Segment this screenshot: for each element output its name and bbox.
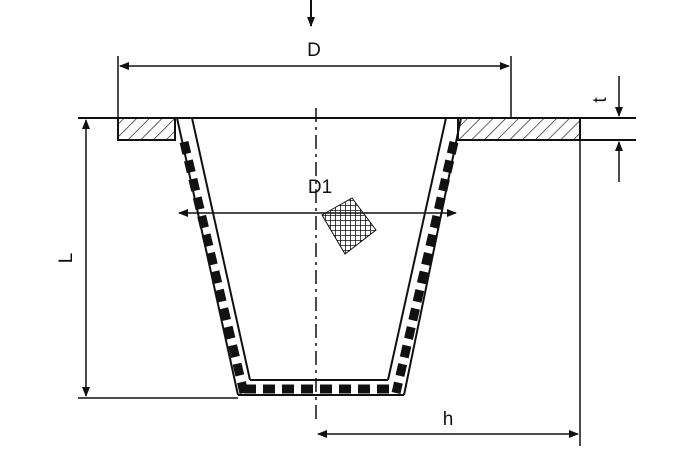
- right-lining: [391, 140, 459, 395]
- cone-body: [176, 117, 462, 396]
- left-lining: [179, 140, 249, 395]
- dimension-l: [78, 119, 238, 399]
- dimension-d: [117, 56, 512, 118]
- dimension-h: [317, 140, 581, 446]
- label-t: t: [590, 97, 611, 103]
- label-l: L: [56, 253, 77, 264]
- label-d: D: [307, 40, 321, 61]
- label-h: h: [443, 409, 454, 430]
- mesh-icon: [321, 197, 377, 255]
- label-d1: D1: [308, 177, 332, 198]
- flange: [78, 117, 636, 141]
